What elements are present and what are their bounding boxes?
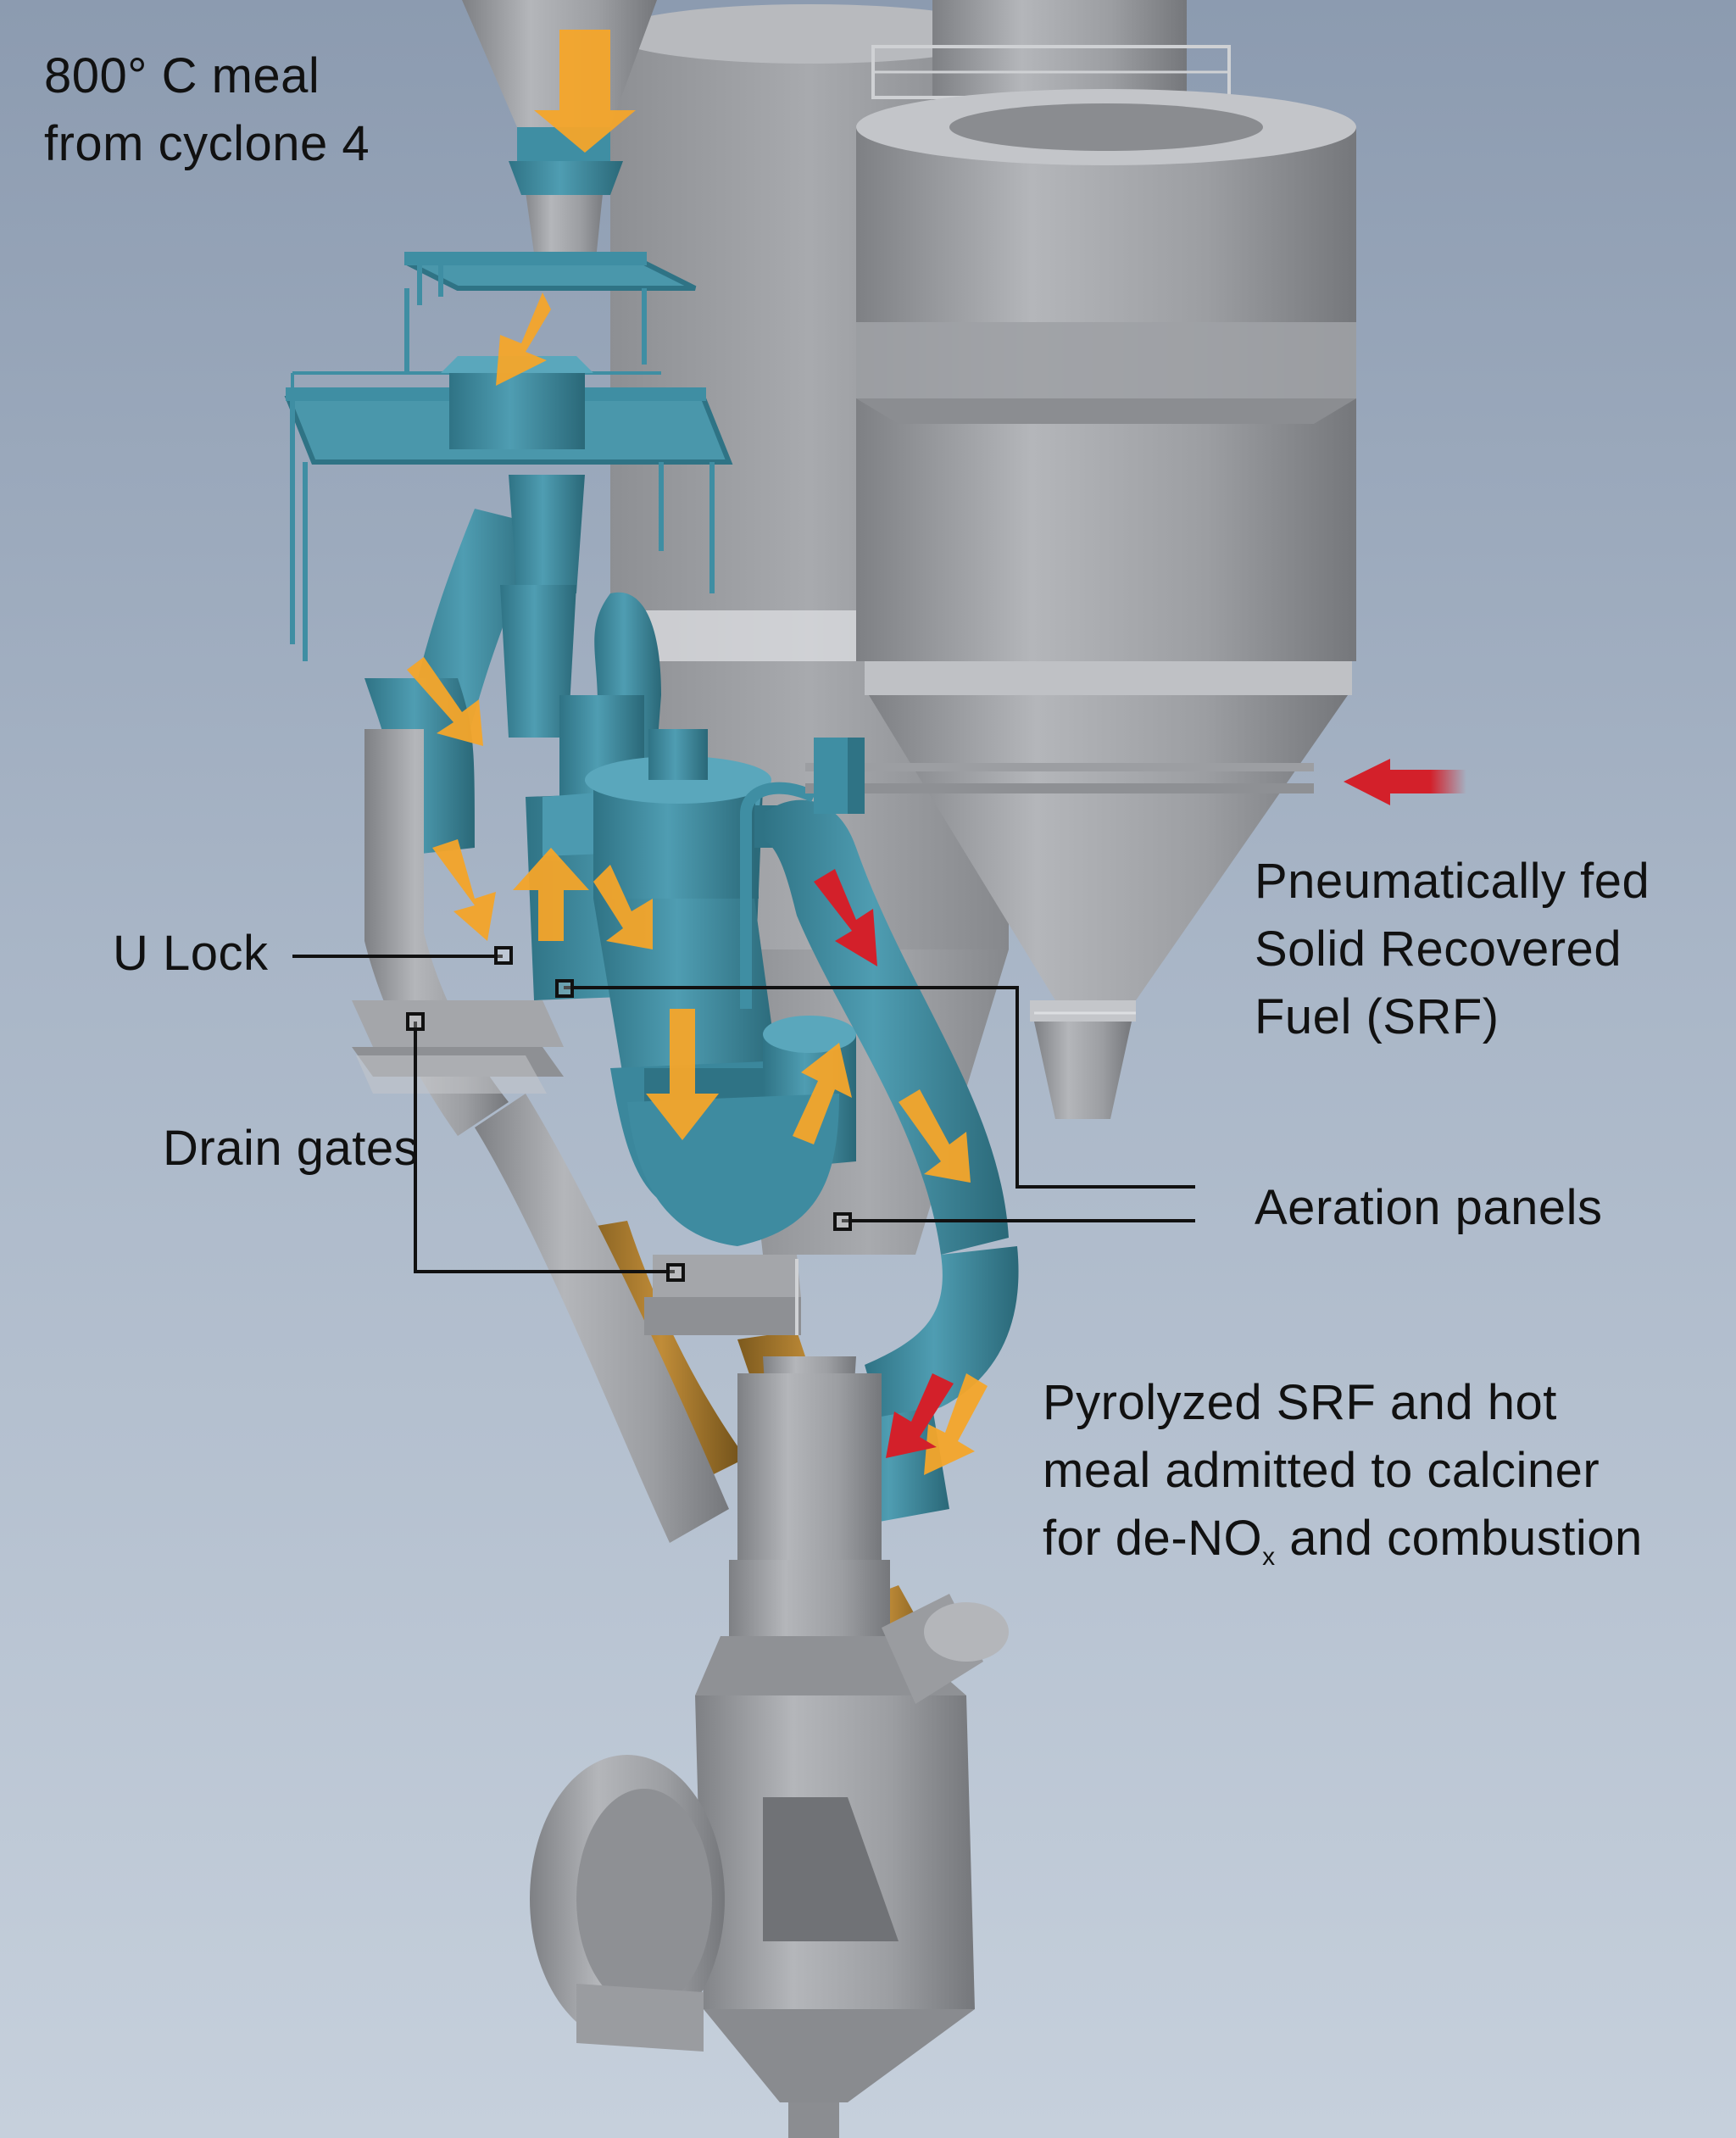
pyrolyzed-line3-pre: for de-NO (1043, 1511, 1263, 1566)
callout-lines (292, 955, 1195, 1273)
aeration-panels-text: Aeration panels (1255, 1180, 1603, 1235)
pyrolyzed-srf-label: Pyrolyzed SRF and hot meal admitted to c… (1043, 1369, 1643, 1591)
aeration-panels-label: Aeration panels (1255, 1174, 1603, 1242)
pyrolyzed-line3-post: and combustion (1275, 1511, 1643, 1566)
kiln-inlet (530, 1755, 725, 2052)
meal-flow-arrows (407, 30, 988, 1475)
srf-feed-line3: Fuel (SRF) (1255, 989, 1500, 1044)
meal-source-line1: 800° C meal (44, 48, 320, 103)
pyrolyzed-line2: meal admitted to calciner (1043, 1443, 1600, 1498)
drain-gates-label: Drain gates (163, 1115, 419, 1183)
drain-gates-text: Drain gates (163, 1121, 420, 1176)
meal-source-line2: from cyclone 4 (44, 116, 370, 171)
pyrolyzed-line1: Pyrolyzed SRF and hot (1043, 1375, 1557, 1430)
u-lock-label: U Lock (113, 920, 269, 988)
drain-gate-upper (352, 1000, 564, 1094)
meal-source-label: 800° C meal from cyclone 4 (44, 42, 370, 178)
drain-gate-lower (644, 1255, 801, 1335)
pyrolyzed-line3-sub: x (1262, 1543, 1276, 1571)
pyrolyzed-line3: for de-NOx and combustion (1043, 1505, 1643, 1591)
u-lock-text: U Lock (113, 926, 269, 981)
srf-flow-arrows (814, 759, 1466, 1458)
srf-feed-line2: Solid Recovered (1255, 921, 1622, 977)
srf-feed-label: Pneumatically fed Solid Recovered Fuel (… (1255, 848, 1650, 1051)
calciner (695, 1356, 975, 2138)
calciner-inlet-duct (882, 1594, 1009, 1704)
srf-feed-pipe (805, 738, 1314, 814)
callout-markers (406, 946, 852, 1282)
srf-feed-line1: Pneumatically fed (1255, 854, 1650, 909)
lower-grey-chute (475, 1094, 729, 1543)
